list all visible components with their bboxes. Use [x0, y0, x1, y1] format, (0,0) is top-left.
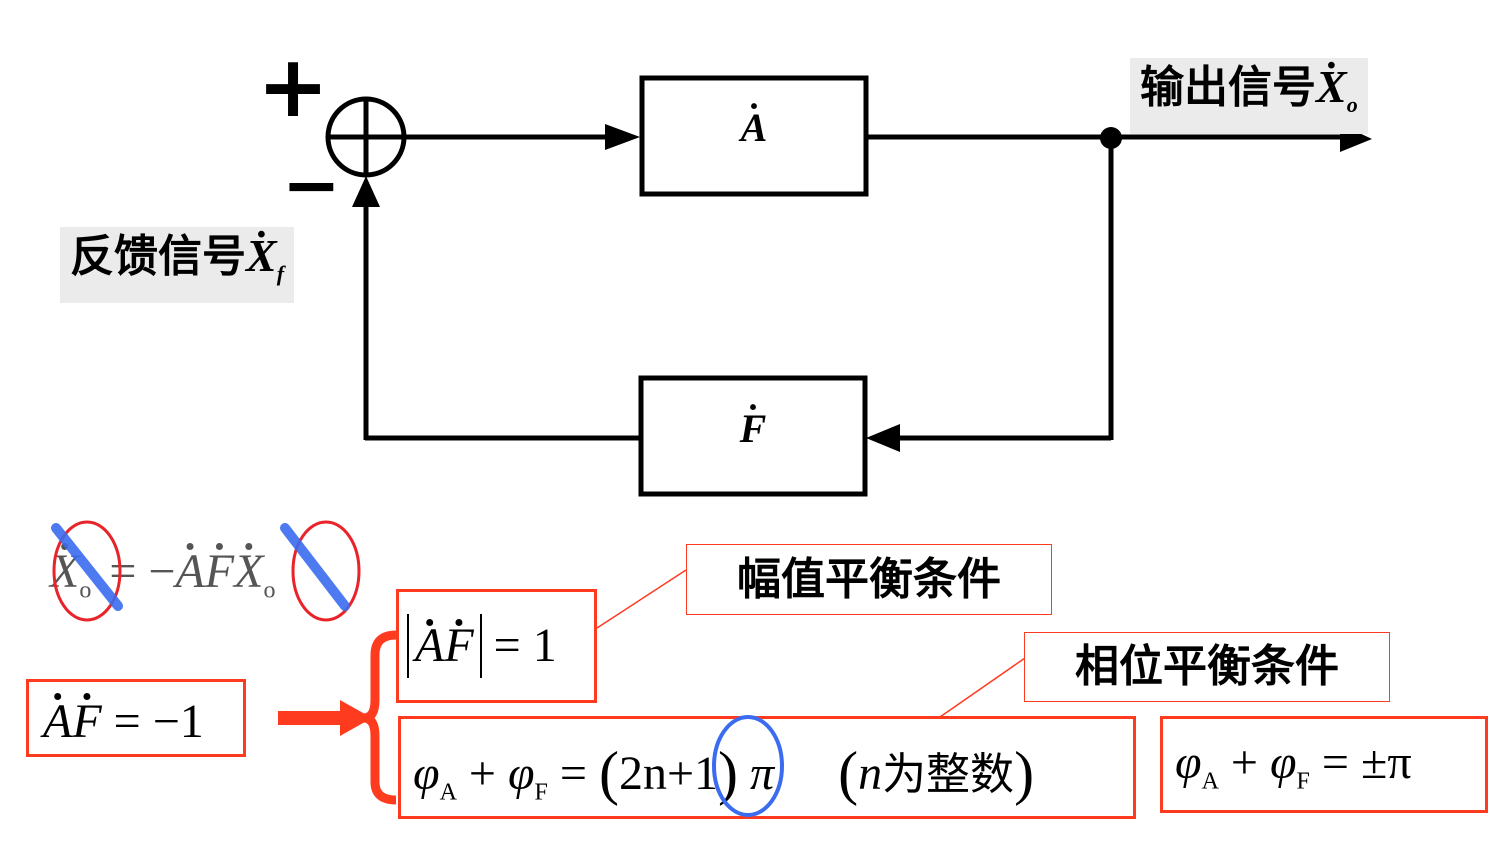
- af-equals-minus-one-box: AF = −1: [26, 679, 246, 757]
- plus-sign: +: [257, 37, 330, 137]
- arrow-to-junction: [352, 176, 380, 207]
- curly-brace: [363, 630, 397, 805]
- pointer-phase: [939, 657, 1026, 718]
- pm-pi-equation-box: φA + φF = ±π: [1160, 716, 1488, 813]
- feedback-signal-label: 反馈信号Xf: [60, 227, 295, 303]
- forward-block-label: A: [642, 104, 866, 151]
- pointer-magnitude: [596, 569, 687, 629]
- phase-condition-label: 相位平衡条件: [1024, 632, 1390, 702]
- magnitude-condition-label: 幅值平衡条件: [686, 544, 1052, 615]
- output-signal-label: 输出信号Xo: [1130, 58, 1368, 134]
- feedback-block-label: F: [641, 405, 865, 452]
- forward-block-frame: [639, 75, 869, 197]
- minus-sign: −: [282, 144, 341, 226]
- arrow-to-A: [605, 124, 640, 150]
- feedback-block-frame: [638, 375, 868, 497]
- magnitude-equation-box: AF = 1: [396, 589, 597, 703]
- arrow-to-F: [866, 424, 900, 452]
- implication-arrow: [278, 700, 372, 736]
- phase-equation-box: φA + φF = (2n+1) π (n为整数): [398, 716, 1136, 819]
